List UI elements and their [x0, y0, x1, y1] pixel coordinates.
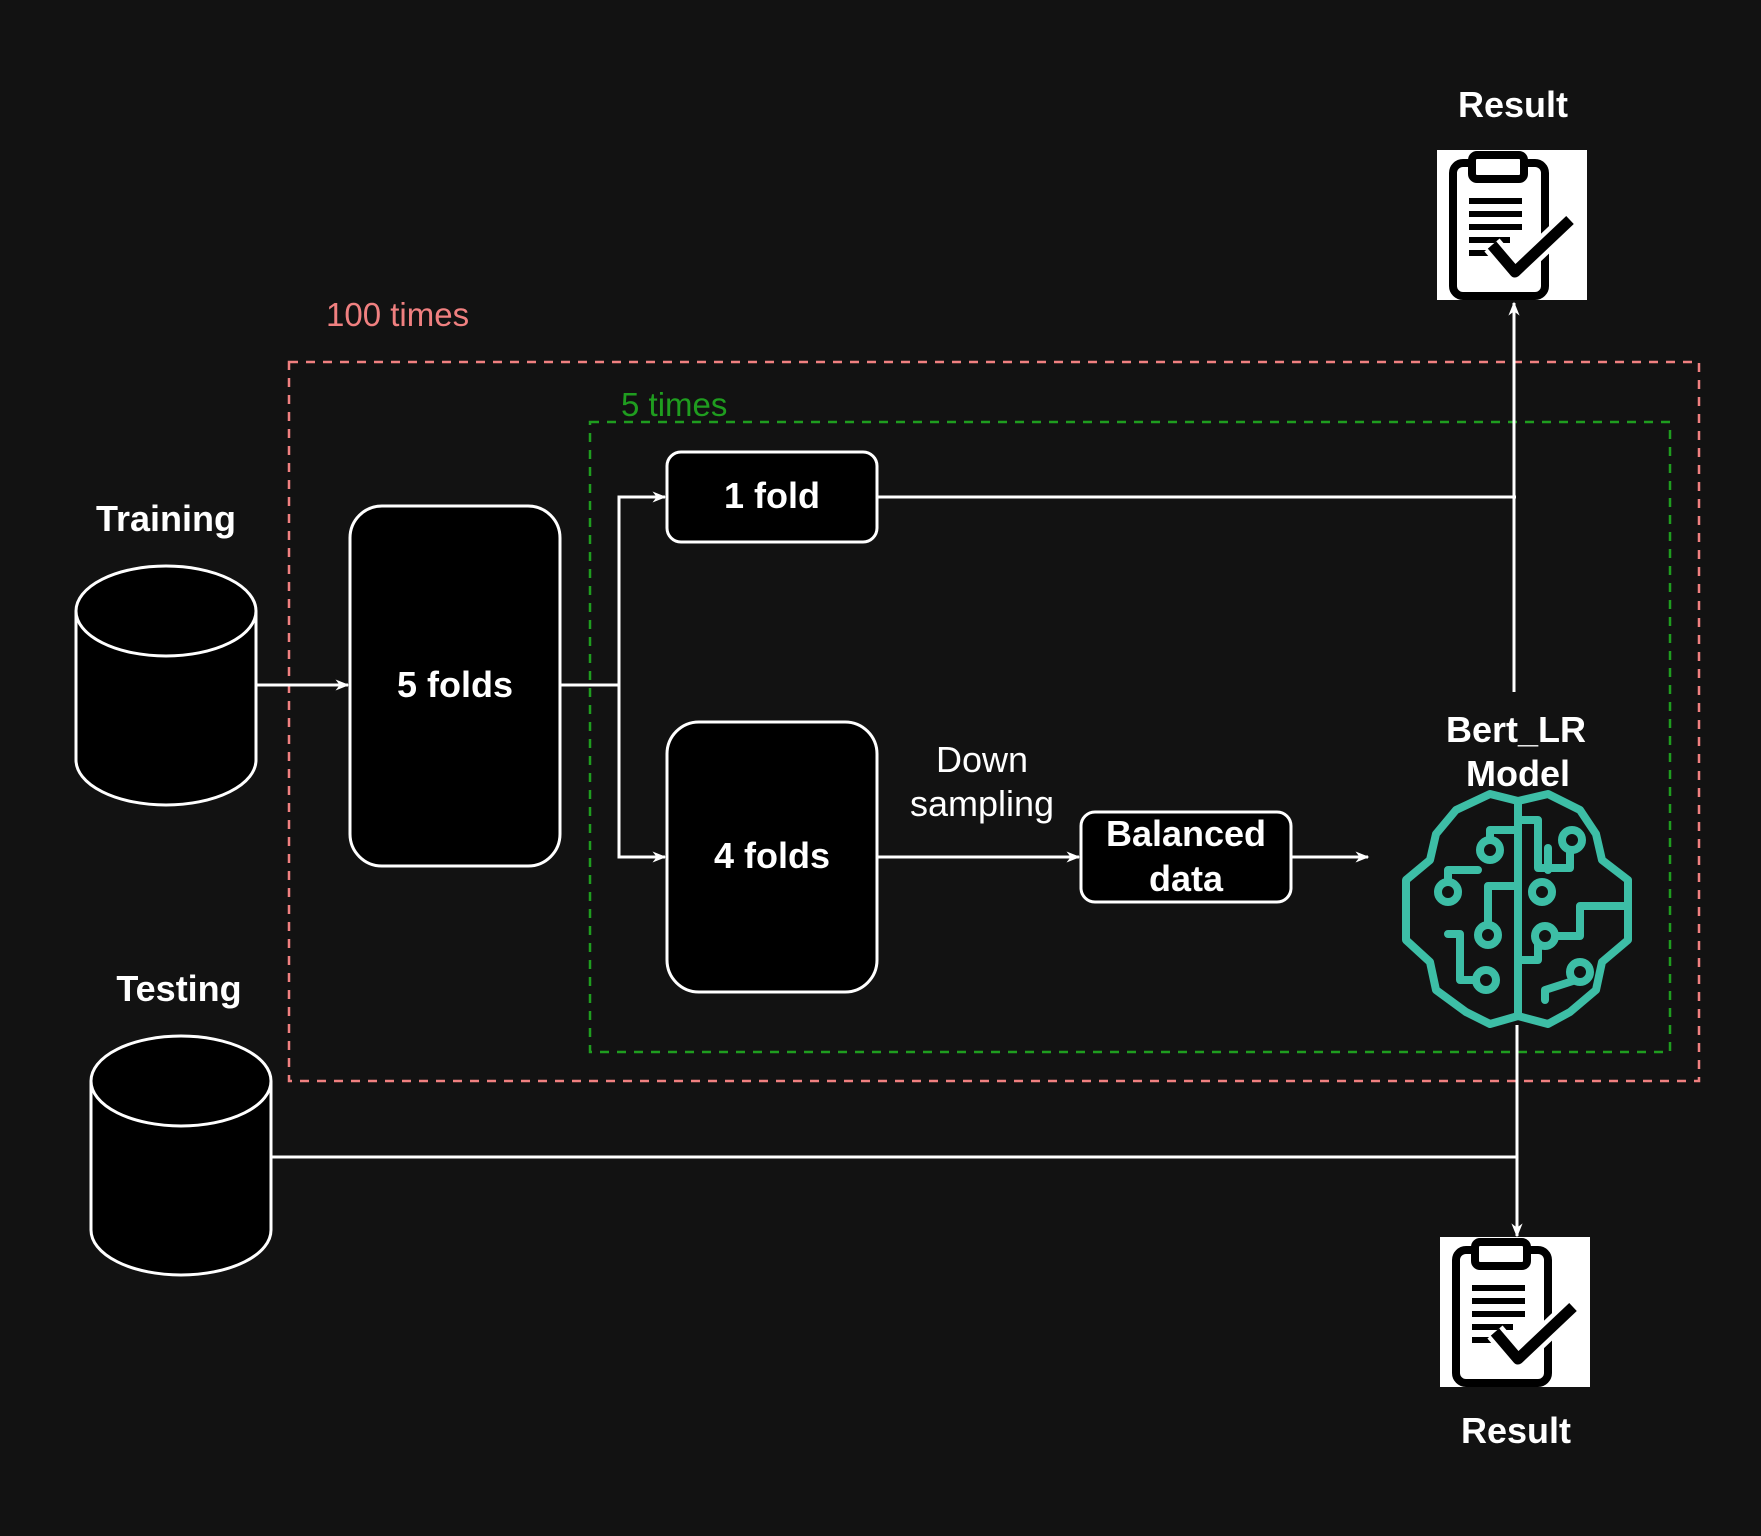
edge-split-to-four-folds — [617, 685, 667, 863]
one-fold-label: 1 fold — [724, 475, 820, 516]
node-balanced-data: Balanced data — [1079, 810, 1293, 904]
node-five-folds: 5 folds — [348, 504, 562, 868]
testing-database-icon — [89, 1034, 273, 1277]
inner-loop-box — [588, 420, 1672, 1054]
node-one-fold: 1 fold — [665, 450, 879, 544]
model-label-line1: Bert_LR — [1446, 709, 1586, 750]
inner-loop-label: 5 times — [621, 386, 727, 423]
testing-label: Testing — [116, 968, 241, 1009]
bottom-result-clipboard-icon — [1440, 1237, 1590, 1387]
down-sampling-label-line2: sampling — [910, 783, 1054, 824]
training-database-icon — [74, 564, 258, 807]
five-folds-label: 5 folds — [397, 664, 513, 705]
top-result-clipboard-icon — [1437, 150, 1587, 300]
outer-loop-label: 100 times — [326, 296, 469, 333]
four-folds-label: 4 folds — [714, 835, 830, 876]
balanced-data-label-line1: Balanced — [1106, 813, 1266, 854]
outer-loop-box — [287, 360, 1701, 1083]
brain-circuit-icon — [1402, 790, 1632, 1028]
model-label-line2: Model — [1466, 753, 1570, 794]
bottom-result-label: Result — [1461, 1410, 1571, 1451]
balanced-data-label-line2: data — [1149, 858, 1224, 899]
node-four-folds: 4 folds — [665, 720, 879, 994]
training-label: Training — [96, 498, 236, 539]
top-result-label: Result — [1458, 84, 1568, 125]
edge-split-to-one-fold — [617, 491, 667, 685]
down-sampling-label-line1: Down — [936, 739, 1028, 780]
